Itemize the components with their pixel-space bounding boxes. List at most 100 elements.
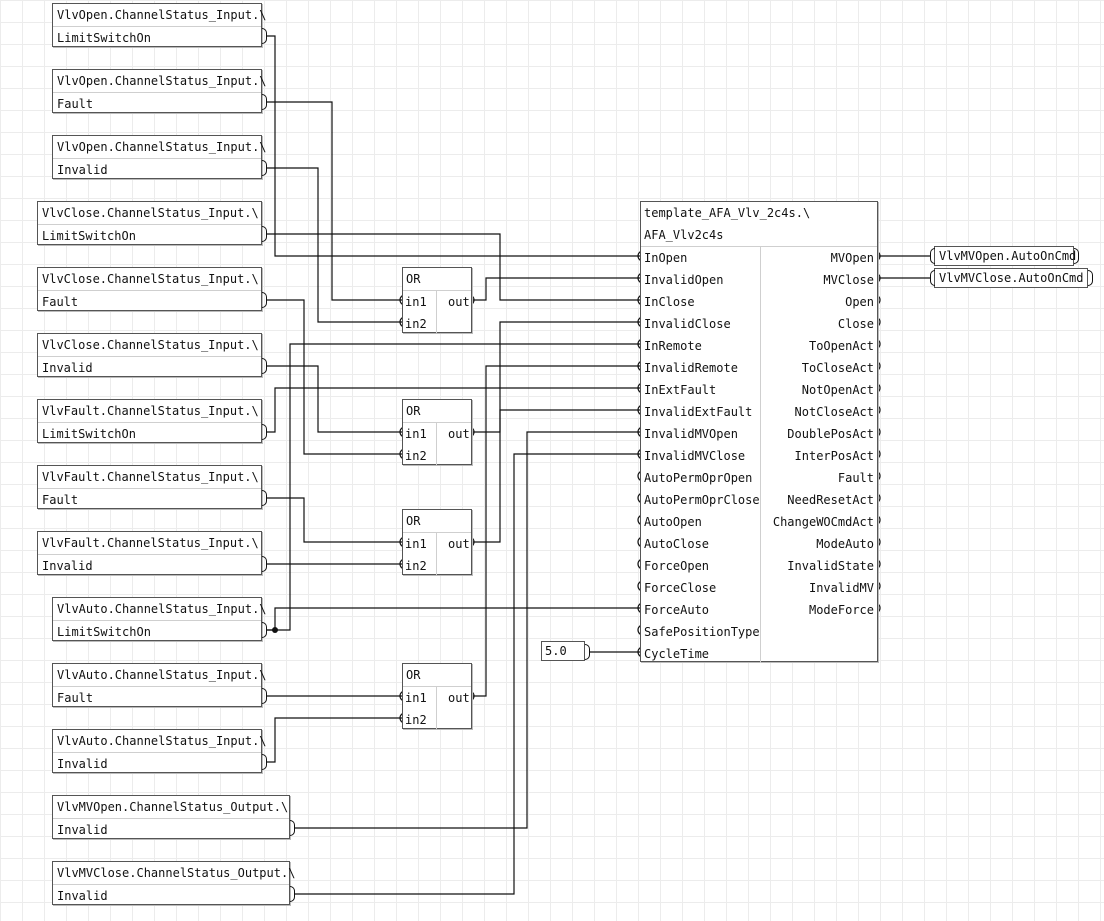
gate-output-pin[interactable]: out <box>448 537 470 551</box>
fb-input-pin[interactable]: AutoPermOprOpen <box>644 471 753 485</box>
input-variable-block[interactable]: VlvAuto.ChannelStatus_Input.\ LimitSwitc… <box>52 597 267 641</box>
fb-input-pin[interactable]: InClose <box>644 295 695 309</box>
fb-input-pin[interactable]: InvalidMVOpen <box>644 427 738 441</box>
input-variable-block[interactable]: VlvFault.ChannelStatus_Input.\ LimitSwit… <box>37 399 262 443</box>
output-connector-icon[interactable] <box>290 886 295 902</box>
fb-input-pin[interactable]: CycleTime <box>644 647 710 661</box>
fb-output-pin[interactable]: ChangeWOCmdAct <box>772 515 874 529</box>
fb-output-pin[interactable]: DoublePosAct <box>787 427 874 441</box>
fb-input-pin[interactable]: SafePositionType <box>644 625 760 639</box>
cycle-time-constant[interactable]: 5.0 <box>541 641 585 661</box>
fb-input-pin[interactable]: InvalidClose <box>644 317 731 331</box>
fb-output-pin[interactable]: MVClose <box>823 273 874 287</box>
gate-input-pin[interactable]: in2 <box>405 559 427 573</box>
connection-wire[interactable] <box>266 497 402 543</box>
or-gate[interactable]: OR in1 in2 out <box>402 663 472 729</box>
output-connector-icon[interactable] <box>262 160 267 176</box>
input-variable-block[interactable]: VlvAuto.ChannelStatus_Input.\ Invalid <box>52 729 267 773</box>
gate-output-pin[interactable]: out <box>448 295 470 309</box>
fb-input-pin[interactable]: InvalidExtFault <box>644 405 753 419</box>
output-connector-icon[interactable] <box>585 644 590 660</box>
output-connector-icon[interactable] <box>262 490 267 506</box>
fb-input-pin[interactable]: AutoOpen <box>644 515 702 529</box>
fb-output-pin[interactable]: NotOpenAct <box>801 383 874 397</box>
gate-input-pin[interactable]: in1 <box>405 537 427 551</box>
connection-wire[interactable] <box>266 167 402 323</box>
or-gate[interactable]: OR in1 in2 out <box>402 509 472 575</box>
connection-wire[interactable] <box>266 35 640 257</box>
output-connector-icon[interactable] <box>262 292 267 308</box>
connection-wire[interactable] <box>266 365 402 433</box>
fb-input-pin[interactable]: InvalidMVClose <box>644 449 746 463</box>
input-variable-block[interactable]: VlvOpen.ChannelStatus_Input.\ Invalid <box>52 135 267 179</box>
input-variable-block[interactable]: VlvMVClose.ChannelStatus_Output.\ Invali… <box>52 861 295 905</box>
input-variable-block[interactable]: VlvOpen.ChannelStatus_Input.\ Fault <box>52 69 267 113</box>
output-connector-icon[interactable] <box>262 556 267 572</box>
connection-wire[interactable] <box>472 321 640 433</box>
gate-input-pin[interactable]: in1 <box>405 691 427 705</box>
input-variable-block[interactable]: VlvClose.ChannelStatus_Input.\ LimitSwit… <box>37 201 262 245</box>
gate-input-pin[interactable]: in2 <box>405 449 427 463</box>
fb-output-pin[interactable]: MVOpen <box>830 251 874 265</box>
fb-input-pin[interactable]: AutoClose <box>644 537 710 551</box>
fb-output-pin[interactable]: InvalidState <box>787 559 874 573</box>
fb-input-pin[interactable]: InRemote <box>644 339 702 353</box>
fb-output-pin[interactable]: NotCloseAct <box>794 405 874 419</box>
input-connector-icon[interactable] <box>930 270 935 286</box>
output-connector-icon[interactable] <box>262 622 267 638</box>
output-variable-block[interactable]: VlvMVOpen.AutoOnCmd <box>934 246 1076 266</box>
connection-wire[interactable] <box>266 607 640 631</box>
input-variable-block[interactable]: VlvFault.ChannelStatus_Input.\ Fault <box>37 465 262 509</box>
connection-wire[interactable] <box>294 431 640 829</box>
fb-output-pin[interactable]: Open <box>845 295 874 309</box>
output-connector-icon[interactable] <box>262 226 267 242</box>
input-variable-block[interactable]: VlvMVOpen.ChannelStatus_Output.\ Invalid <box>52 795 290 839</box>
output-connector-icon[interactable] <box>262 688 267 704</box>
output-connector-icon[interactable] <box>262 94 267 110</box>
connection-wire[interactable] <box>266 343 640 631</box>
fb-output-pin[interactable]: NeedResetAct <box>787 493 874 507</box>
or-gate[interactable]: OR in1 in2 out <box>402 399 472 465</box>
gate-input-pin[interactable]: in2 <box>405 713 427 727</box>
output-connector-icon[interactable] <box>1088 270 1093 286</box>
output-connector-icon[interactable] <box>262 358 267 374</box>
input-variable-block[interactable]: VlvAuto.ChannelStatus_Input.\ Fault <box>52 663 267 707</box>
gate-output-pin[interactable]: out <box>448 691 470 705</box>
fb-input-pin[interactable]: InvalidOpen <box>644 273 724 287</box>
fb-output-pin[interactable]: InvalidMV <box>808 581 874 595</box>
input-variable-block[interactable]: VlvOpen.ChannelStatus_Input.\ LimitSwitc… <box>52 3 267 47</box>
output-connector-icon[interactable] <box>262 28 267 44</box>
gate-output-pin[interactable]: out <box>448 427 470 441</box>
connection-wire[interactable] <box>266 717 402 763</box>
function-block[interactable]: template_AFA_Vlv_2c4s.\ AFA_Vlv2c4s InOp… <box>640 201 878 663</box>
gate-input-pin[interactable]: in2 <box>405 317 427 331</box>
output-connector-icon[interactable] <box>262 424 267 440</box>
output-connector-icon[interactable] <box>290 820 295 836</box>
fb-input-pin[interactable]: ForceClose <box>644 581 717 595</box>
fb-input-pin[interactable]: InOpen <box>644 251 688 265</box>
connection-wire[interactable] <box>472 277 640 301</box>
or-gate[interactable]: OR in1 in2 out <box>402 267 472 333</box>
fb-input-pin[interactable]: AutoPermOprClose <box>644 493 760 507</box>
input-variable-block[interactable]: VlvClose.ChannelStatus_Input.\ Invalid <box>37 333 262 377</box>
input-variable-block[interactable]: VlvFault.ChannelStatus_Input.\ Invalid <box>37 531 262 575</box>
fb-output-pin[interactable]: ModeAuto <box>816 537 874 551</box>
input-connector-icon[interactable] <box>930 248 935 264</box>
gate-input-pin[interactable]: in1 <box>405 295 427 309</box>
fb-output-pin[interactable]: Fault <box>837 471 874 485</box>
gate-input-pin[interactable]: in1 <box>405 427 427 441</box>
fb-input-pin[interactable]: InExtFault <box>644 383 717 397</box>
fb-output-pin[interactable]: InterPosAct <box>794 449 874 463</box>
fb-input-pin[interactable]: InvalidRemote <box>644 361 738 375</box>
fb-input-pin[interactable]: ForceOpen <box>644 559 710 573</box>
fb-output-pin[interactable]: ToOpenAct <box>808 339 874 353</box>
input-variable-block[interactable]: VlvClose.ChannelStatus_Input.\ Fault <box>37 267 262 311</box>
fb-output-pin[interactable]: ToCloseAct <box>801 361 874 375</box>
fb-output-pin[interactable]: ModeForce <box>808 603 874 617</box>
connection-wire[interactable] <box>472 409 640 543</box>
output-connector-icon[interactable] <box>262 754 267 770</box>
fb-output-pin[interactable]: Close <box>837 317 874 331</box>
output-variable-block[interactable]: VlvMVClose.AutoOnCmd <box>934 268 1088 288</box>
connection-wire[interactable] <box>266 299 402 455</box>
fb-input-pin[interactable]: ForceAuto <box>644 603 710 617</box>
